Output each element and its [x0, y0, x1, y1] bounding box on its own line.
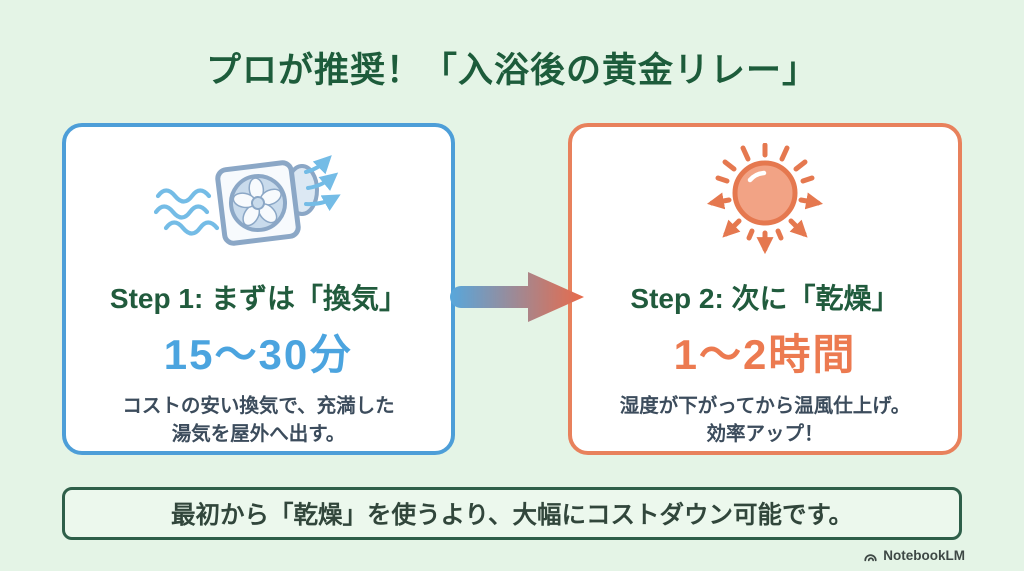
sun-icon: [675, 143, 855, 269]
step1-heading: Step 1: まずは「換気」: [109, 283, 408, 314]
step1-description: コストの安い換気で、充満した 湯気を屋外へ出す。: [122, 395, 395, 446]
step2-duration: 1〜2時間: [673, 331, 857, 378]
step1-card: Step 1: まずは「換気」 15〜30分 コストの安い換気で、充満した 湯気…: [62, 123, 455, 455]
step1-duration: 15〜30分: [163, 331, 354, 378]
page-title: プロが推奨！「入浴後の黄金リレー」: [205, 51, 818, 90]
attribution: NotebookLM: [863, 548, 965, 563]
step2-description: 湿度が下がってから温風仕上げ。 効率アップ！: [619, 395, 911, 446]
attribution-text: NotebookLM: [883, 548, 965, 563]
step2-card: Step 2: 次に「乾燥」 1〜2時間 湿度が下がってから温風仕上げ。 効率ア…: [568, 123, 962, 455]
step2-heading: Step 2: 次に「乾燥」: [630, 283, 900, 314]
flow-arrow-icon: [436, 264, 586, 330]
footer-note-banner: 最初から「乾燥」を使うより、大幅にコストダウン可能です。: [62, 487, 962, 540]
exhaust-fan-icon: [153, 143, 364, 269]
notebooklm-logo-icon: [863, 549, 878, 563]
footer-note-text: 最初から「乾燥」を使うより、大幅にコストダウン可能です。: [170, 502, 854, 529]
